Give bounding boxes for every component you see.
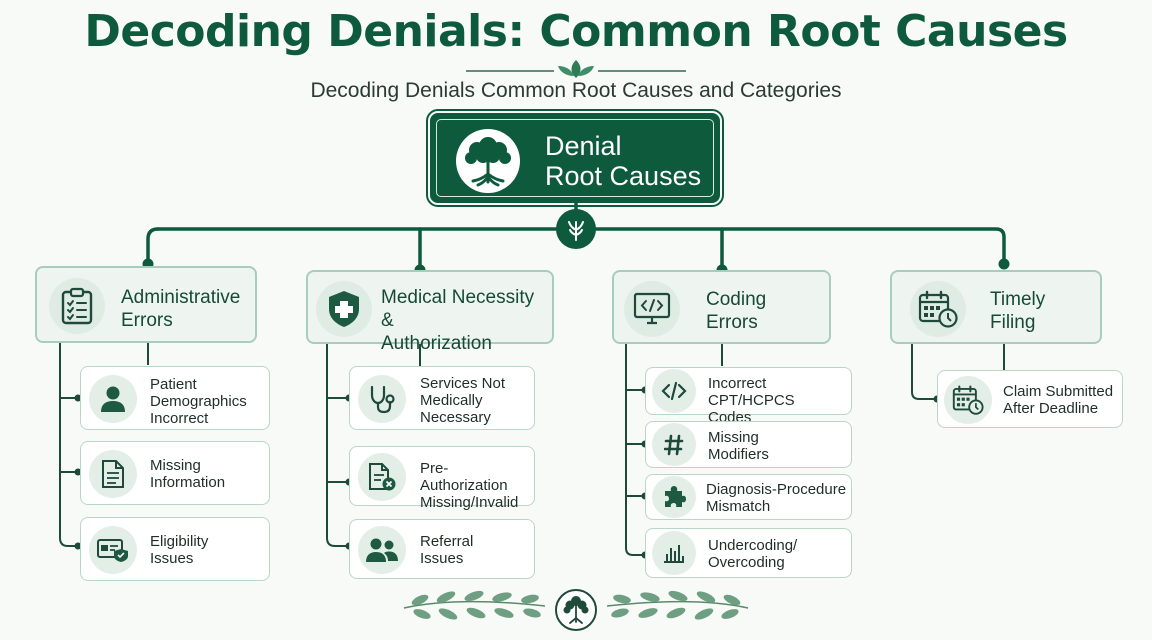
shield-cross-icon <box>316 281 372 337</box>
category-label-line2: Errors <box>121 310 173 331</box>
clipboard-checklist-icon <box>49 278 105 334</box>
item-label-line: Claim Submitted <box>1003 383 1114 400</box>
page-subtitle: Decoding Denials Common Root Causes and … <box>310 79 842 102</box>
item-eligibility-issues: Eligibility Issues <box>80 517 270 581</box>
item-pre-authorization: Pre-Authorization Missing/Invalid <box>349 446 535 511</box>
item-label-line: Diagnosis-Procedure <box>706 481 847 498</box>
item-label-line: Overcoding <box>708 554 785 571</box>
code-icon <box>652 369 696 413</box>
item-services-not-necessary: Services Not Medically Necessary <box>349 366 535 430</box>
item-label-line: Information <box>150 474 226 491</box>
item-referral-issues: Referral Issues <box>349 519 535 579</box>
item-label-line: Missing <box>708 429 759 446</box>
item-label-line: Demographics <box>150 393 247 410</box>
item-claim-after-deadline: Claim Submitted After Deadline <box>937 370 1123 428</box>
item-label-line: Incorrect CPT/HCPCS <box>708 375 795 409</box>
item-label-line: Missing <box>150 457 201 474</box>
id-card-shield-icon <box>89 526 137 574</box>
sprout-icon <box>556 209 596 249</box>
stethoscope-icon <box>358 375 406 423</box>
category-timely-filing: Timely Filing <box>890 270 1102 344</box>
item-label-line: Patient <box>150 376 197 393</box>
puzzle-icon <box>652 476 696 518</box>
category-medical-necessity-authorization: Medical Necessity & Authorization <box>306 270 554 354</box>
item-label-line: Undercoding/ <box>708 537 798 554</box>
hash-icon <box>652 423 696 466</box>
document-x-icon <box>358 453 406 501</box>
category-label-line2: Filing <box>990 312 1036 333</box>
item-patient-demographics: Patient Demographics Incorrect <box>80 366 270 430</box>
category-label-line1: Administrative <box>121 287 241 308</box>
item-label-line: Necessary <box>420 409 491 426</box>
monitor-code-icon <box>624 281 680 337</box>
page-title: Decoding Denials: Common Root Causes <box>84 6 1068 57</box>
item-label-line: Modifiers <box>708 446 769 463</box>
person-icon <box>89 375 137 423</box>
item-label-line: Issues <box>420 550 464 567</box>
item-label-line: Pre-Authorization <box>420 460 508 494</box>
item-incorrect-cpt-codes: Incorrect CPT/HCPCS Codes <box>645 367 852 426</box>
item-missing-modifiers: Missing Modifiers <box>645 421 852 468</box>
tree-icon <box>450 128 526 194</box>
category-administrative-errors: Administrative Errors <box>35 266 257 343</box>
category-coding-errors: Coding Errors <box>612 270 831 344</box>
category-label-line2: Errors <box>706 312 758 333</box>
item-label-line: Eligibility <box>150 533 209 550</box>
item-label-line: Issues <box>150 550 194 567</box>
item-label-line: After Deadline <box>1003 400 1099 417</box>
category-label-line1: Timely <box>990 289 1046 310</box>
people-icon <box>358 526 406 574</box>
item-label-line: Medically <box>420 392 483 409</box>
leaf-divider-icon <box>466 60 686 78</box>
item-label-line: Mismatch <box>706 498 771 515</box>
laurel-tree-footer-icon <box>403 589 749 631</box>
bar-chart-icon <box>652 531 696 575</box>
root-title-line1: Denial <box>545 131 622 161</box>
calendar-clock-icon <box>944 376 992 424</box>
item-label-line: Referral <box>420 533 474 550</box>
item-label-line: Services Not <box>420 375 506 392</box>
calendar-clock-icon <box>910 281 966 337</box>
root-causes-box: Denial Root Causes <box>426 109 724 207</box>
item-label-line: Incorrect <box>150 410 209 427</box>
item-label-line: Missing/Invalid <box>420 494 519 511</box>
category-label-line1: Coding <box>706 289 767 310</box>
item-diagnosis-procedure-mismatch: Diagnosis-Procedure Mismatch <box>645 474 852 520</box>
root-title-line2: Root Causes <box>545 161 702 191</box>
item-undercoding-overcoding: Undercoding/ Overcoding <box>645 528 852 578</box>
category-label-line2: Authorization <box>381 333 492 354</box>
document-icon <box>89 450 137 498</box>
category-label-line1: Medical Necessity & <box>381 287 535 331</box>
item-missing-information: Missing Information <box>80 441 270 505</box>
